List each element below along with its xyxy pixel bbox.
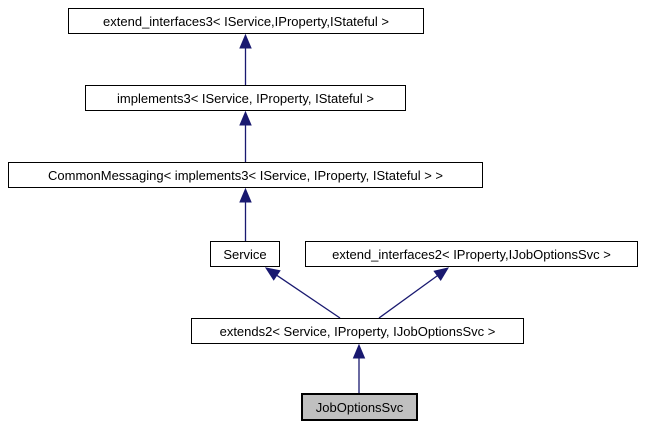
node-extend_interfaces2[interactable]: extend_interfaces2< IProperty,IJobOption… bbox=[305, 241, 638, 267]
edge-extends2-to-extend_interfaces2 bbox=[378, 267, 450, 319]
node-joboptionssvc-current: JobOptionsSvc bbox=[301, 393, 418, 421]
node-implements3[interactable]: implements3< IService, IProperty, IState… bbox=[85, 85, 406, 111]
edge-service-to-commonmessaging bbox=[239, 187, 252, 241]
edge-joboptionssvc-to-extends2 bbox=[352, 343, 366, 393]
node-extend_interfaces3[interactable]: extend_interfaces3< IService,IProperty,I… bbox=[68, 8, 424, 34]
node-commonmessaging[interactable]: CommonMessaging< implements3< IService, … bbox=[8, 162, 483, 188]
edge-extends2-to-service bbox=[264, 267, 341, 319]
edge-commonmessaging-to-implements3 bbox=[239, 110, 252, 162]
node-extends2[interactable]: extends2< Service, IProperty, IJobOption… bbox=[191, 318, 524, 344]
edge-implements3-to-extend_interfaces3 bbox=[239, 33, 252, 85]
node-service[interactable]: Service bbox=[210, 241, 280, 267]
